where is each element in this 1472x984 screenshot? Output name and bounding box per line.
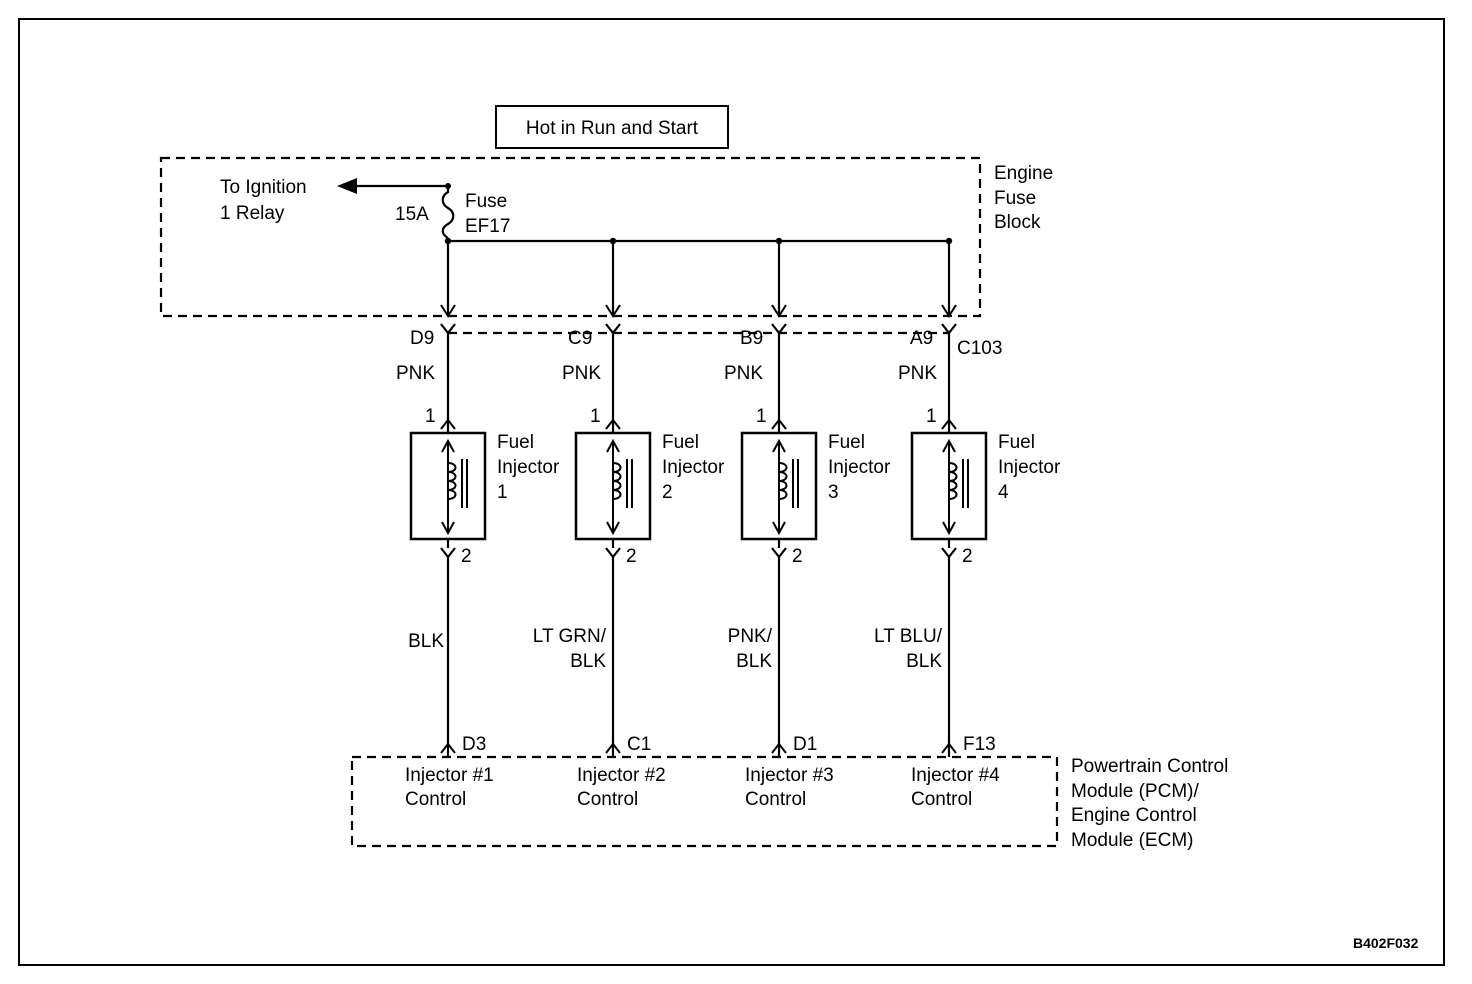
coil-icon	[948, 462, 958, 500]
figure-id: B402F032	[1353, 935, 1419, 951]
engine-fuse-block-label: Engine Fuse Block	[994, 163, 1058, 233]
coil-icon	[778, 462, 788, 500]
core-icon	[461, 459, 468, 508]
connector-c103-label: C103	[957, 338, 1002, 359]
pcm-pin-label: D1	[793, 734, 817, 755]
fuse-rating: 15A	[395, 204, 429, 225]
pcm-pin-label: D3	[462, 734, 486, 755]
page-frame	[18, 18, 1445, 966]
core-icon	[792, 459, 799, 508]
fuse-block-arrow-icon	[771, 304, 787, 318]
fuse-ef17-symbol	[441, 186, 455, 239]
fuse-pin-label: B9	[740, 328, 763, 349]
core-icon	[962, 459, 969, 508]
control-wire-color: LT GRN/BLK	[533, 626, 607, 672]
pcm-pin-label: F13	[963, 734, 996, 755]
engine-fuse-block-outline	[159, 156, 982, 318]
core-icon	[626, 459, 633, 508]
fuse-pin-label: D9	[410, 328, 434, 349]
pin-out-label: 2	[461, 546, 472, 567]
power-source-box: Hot in Run and Start	[495, 105, 729, 149]
pin-in-label: 1	[756, 406, 767, 427]
control-wire-color: BLK	[408, 631, 444, 652]
fuse-pin-label: A9	[910, 328, 933, 349]
fuse-pin-label: C9	[568, 328, 592, 349]
pin-in-label: 1	[590, 406, 601, 427]
pin-in-label: 1	[926, 406, 937, 427]
fuse-block-arrow-icon	[440, 304, 456, 318]
control-wire	[941, 539, 957, 744]
supply-wire-color: PNK	[898, 363, 937, 384]
pin-out-label: 2	[626, 546, 637, 567]
supply-wire	[605, 323, 621, 420]
supply-wire	[440, 323, 456, 420]
pcm-outline	[350, 755, 1059, 848]
pin-out-label: 2	[792, 546, 803, 567]
supply-wire-color: PNK	[562, 363, 601, 384]
power-source-label: Hot in Run and Start	[526, 118, 699, 139]
supply-wire-color: PNK	[724, 363, 763, 384]
to-ignition-relay-arrow	[337, 178, 451, 194]
pcm-label: Powertrain Control Module (PCM)/ Engine …	[1071, 756, 1234, 851]
control-wire-color: PNK/BLK	[728, 626, 773, 672]
coil-icon	[612, 462, 622, 500]
fuse-block-arrow-icon	[605, 304, 621, 318]
supply-wire	[771, 323, 787, 420]
pcm-pin-label: C1	[627, 734, 651, 755]
pin-in-label: 1	[425, 406, 436, 427]
fuse-block-arrow-icon	[941, 304, 957, 318]
control-wire-color: LT BLU/BLK	[874, 626, 943, 672]
supply-wire	[941, 323, 957, 420]
control-wire	[605, 539, 621, 744]
coil-icon	[447, 462, 457, 500]
supply-wire-color: PNK	[396, 363, 435, 384]
pin-out-label: 2	[962, 546, 973, 567]
control-wire	[771, 539, 787, 744]
to-ignition-relay-label: To Ignition 1 Relay	[220, 177, 312, 224]
fuse-label: Fuse EF17	[465, 191, 513, 237]
control-wire	[440, 539, 456, 744]
